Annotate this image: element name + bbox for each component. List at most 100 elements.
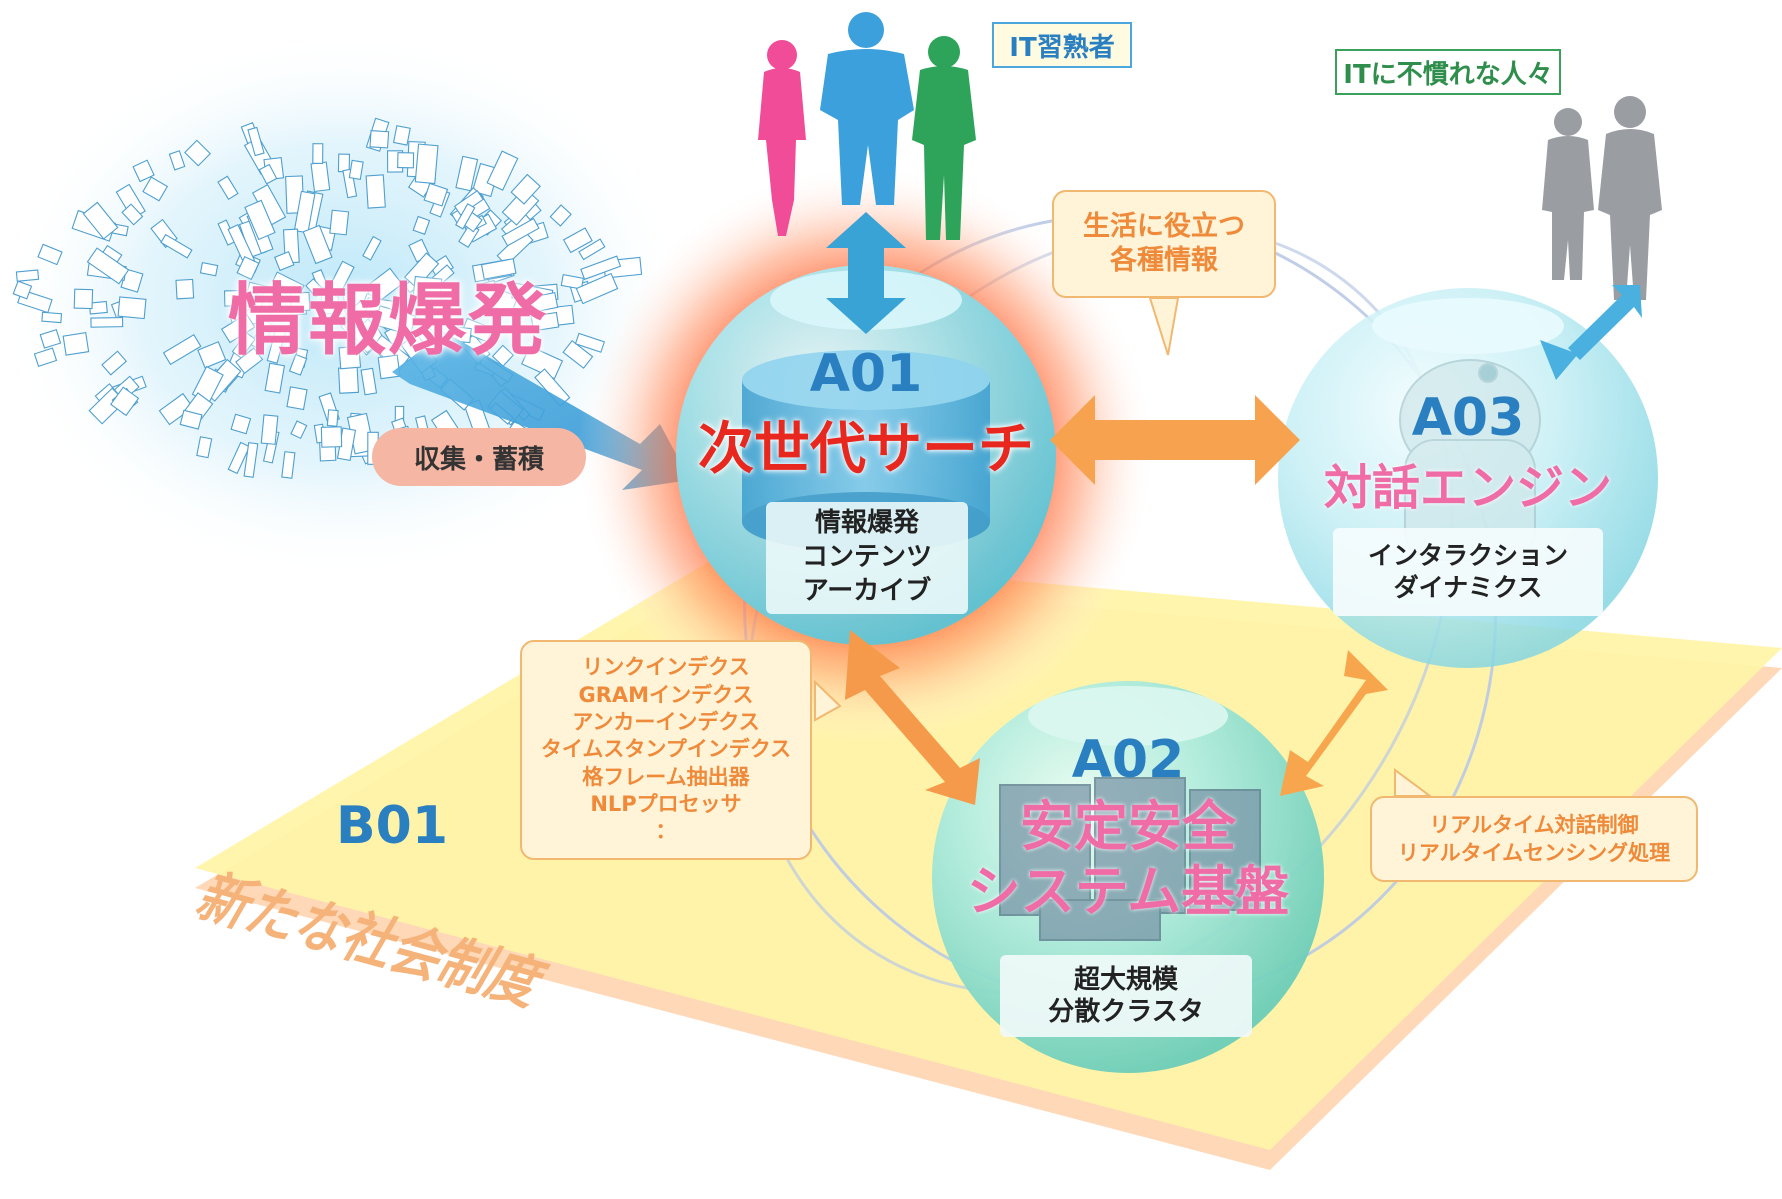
paper-sheet [62,332,90,356]
paper-sheet [412,215,431,235]
it-unfamiliar-label-text: ITに不慣れな人々 [1343,59,1553,90]
paper-sheet [478,279,500,303]
a02-sphere-top [1028,686,1228,746]
b01-code: B01 [336,796,448,856]
realtime-callout-text: リアルタイム対話制御 リアルタイムセンシング処理 [1397,812,1671,865]
index-list-callout: リンクインデクス GRAMインデクス アンカーインデクス タイムスタンプインデク… [520,640,812,860]
paper-sheet [264,362,286,394]
paper-sheet [227,441,251,475]
collect-label-text: 収集・蓄積 [413,444,544,475]
paper-sheet [530,311,560,332]
paper-sheet [132,159,155,183]
paper-sheet [560,274,584,290]
paper-sheet [338,366,360,394]
paper-sheet [281,451,296,479]
info-explosion-title: 情報爆発 [228,276,549,366]
paper-sheet [549,204,572,227]
paper-sheet [342,317,376,354]
a01-sub-box: 情報爆発 コンテンツ アーカイブ [766,502,968,614]
paper-sheet [461,317,494,343]
paper-sheet [403,252,440,289]
it-experts-label-text: IT習熟者 [1009,32,1115,63]
realtime-callout: リアルタイム対話制御 リアルタイムセンシング処理 [1370,796,1698,882]
paper-sheet [342,168,358,199]
a03-title: 対話エンジン [1323,460,1612,516]
paper-sheet [243,442,259,478]
paper-sheet [90,316,124,328]
a02-code: A02 [1071,730,1185,790]
paper-sheet [362,235,382,261]
paper-sheet [427,295,455,317]
a01-code: A01 [809,344,923,404]
paper-sheet [82,201,119,240]
paper-sheet [423,182,449,207]
paper-sheet [110,386,140,417]
paper-sheet [217,175,239,200]
useful-info-callout: 生活に役立つ 各種情報 [1052,190,1276,298]
paper-sheet [337,153,351,173]
paper-sheet [121,203,144,226]
a01-a02-double-arrow [845,630,980,805]
paper-sheet [365,174,386,209]
paper-sheet [230,413,252,435]
paper-sheet [142,176,169,202]
paper-sheet [392,125,411,146]
paper-sheet [491,344,515,367]
paper-sheet [33,347,58,367]
paper-sheet [369,130,390,149]
paper-sheet [290,291,311,312]
paper-sheet [397,152,415,169]
paper-sheet [162,333,202,366]
paper-sheet [235,347,264,375]
index-list-callout-tail [814,679,842,722]
paper-sheet [326,260,355,299]
a03-sub-text: インタラクション ダイナミクス [1367,540,1568,603]
a03-sphere-top [1372,298,1564,354]
paper-sheet [15,269,40,282]
paper-sheet [412,275,443,299]
paper-sheet [179,409,203,430]
paper-sheet [575,272,619,305]
collect-label: 収集・蓄積 [372,428,586,486]
index-list-callout-text: リンクインデクス GRAMインデクス アンカーインデクス タイムスタンプインデク… [540,655,792,844]
paper-sheet [455,203,476,230]
person-pink-icon [758,40,806,236]
paper-sheet [521,345,564,380]
paper-sheet [288,353,308,376]
paper-sheet [320,426,343,448]
paper-sheet [312,143,324,165]
person-green-icon [912,36,976,240]
info-paper-cloud [12,117,643,479]
a02-sub-text: 超大規模 分散クラスタ [1048,964,1204,1028]
paper-sheet [231,331,256,359]
paper-sheet [501,217,540,247]
unfamiliar-users-arrow [1540,285,1642,380]
a01-sub-text: 情報爆発 コンテンツ アーカイブ [801,508,932,606]
useful-info-callout-tail [1148,297,1180,356]
paper-sheet [39,329,62,349]
paper-sheet [101,350,128,376]
paper-sheet [236,255,260,281]
it-experts-label: IT習熟者 [992,22,1132,68]
paper-sheet [258,163,278,185]
paper-sheet [373,305,417,336]
paper-sheet [247,126,265,157]
a02-server-cluster-icon [999,777,1261,941]
paper-sheet [302,224,333,265]
paper-sheet [274,250,295,272]
a01-a03-double-arrow [1050,395,1300,485]
paper-sheet [562,339,594,369]
useful-info-callout-text: 生活に役立つ 各種情報 [1083,211,1245,276]
paper-sheet [329,209,350,236]
paper-sheet [220,313,256,344]
paper-sheet [244,199,276,241]
paper-sheet [272,271,305,295]
paper-sheet [486,150,519,191]
a03-sub-box: インタラクション ダイナミクス [1333,528,1603,616]
paper-sheet [293,190,316,234]
paper-sheet [326,409,339,427]
a01-title: 次世代サーチ [698,417,1034,482]
paper-sheet [41,311,63,324]
